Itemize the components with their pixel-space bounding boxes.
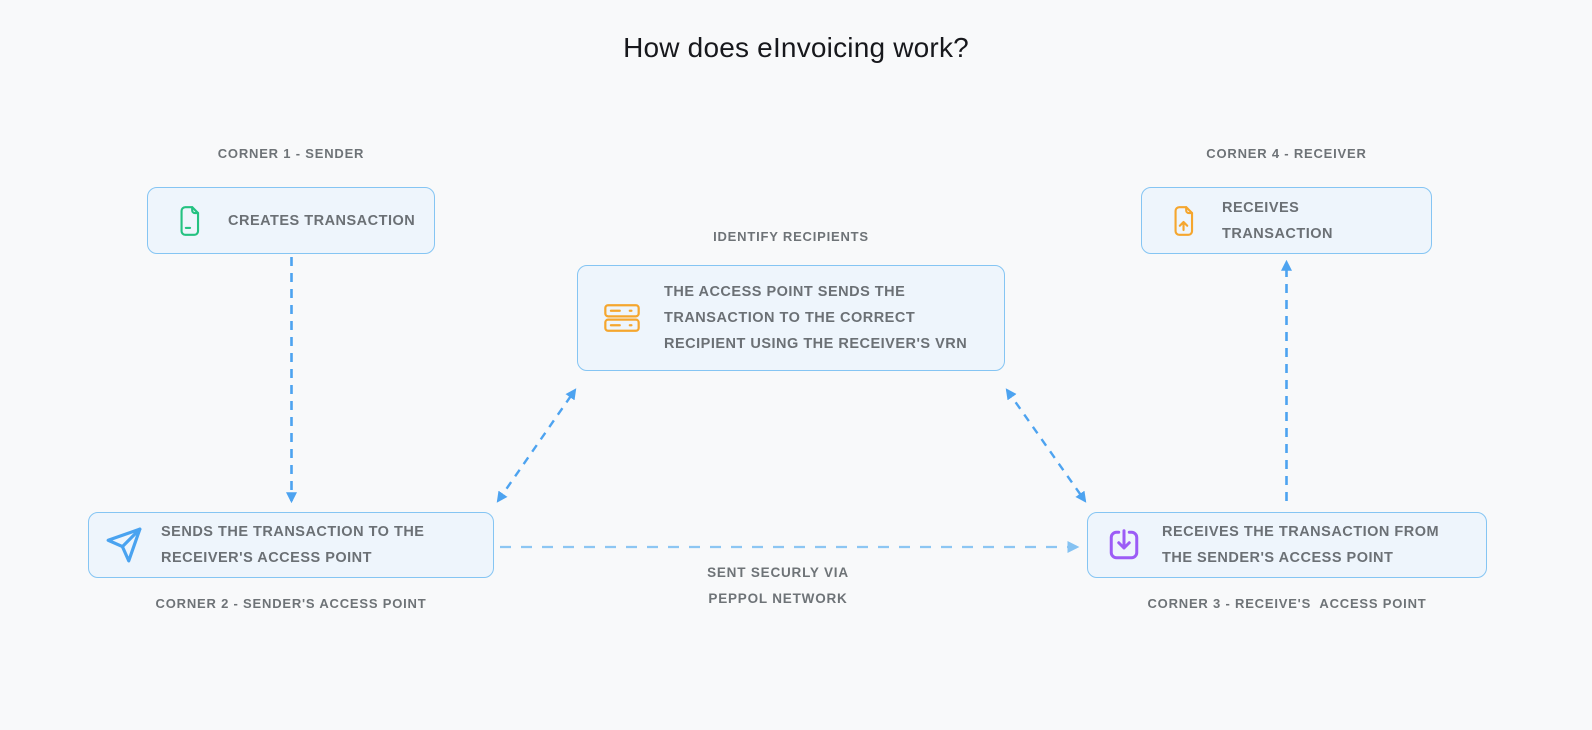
arrow-corner2-to-center: [496, 388, 577, 503]
center-label: IDENTIFY RECIPIENTS: [713, 229, 869, 244]
corner3-label: CORNER 3 - RECEIVE'S ACCESS POINT: [1147, 596, 1427, 611]
download-icon: [1106, 527, 1142, 563]
arrow-center-to-corner3: [1005, 388, 1087, 503]
corner4-text: RECEIVES TRANSACTION: [1222, 199, 1334, 242]
network-note: SENT SECURLY VIA PEPPOL NETWORK: [628, 560, 928, 612]
network-note-line1: SENT SECURLY VIA: [707, 565, 849, 580]
center-text: THE ACCESS POINT SENDS THE TRANSACTION T…: [664, 284, 968, 352]
corner2-box: SENDS THE TRANSACTION TO THE RECEIVER'S …: [88, 512, 494, 578]
corner2-text: SENDS THE TRANSACTION TO THE RECEIVER'S …: [161, 524, 425, 566]
corner4-label: CORNER 4 - RECEIVER: [1206, 146, 1367, 161]
send-icon: [105, 526, 143, 564]
corner2-label: CORNER 2 - SENDER'S ACCESS POINT: [155, 596, 427, 611]
corner1-box: CREATES TRANSACTION: [147, 187, 435, 254]
corner3-box: RECEIVES THE TRANSACTION FROM THE SENDER…: [1087, 512, 1487, 578]
corner4-box: RECEIVES TRANSACTION: [1141, 187, 1432, 254]
server-icon: [602, 300, 642, 336]
corner1-text: CREATES TRANSACTION: [228, 212, 416, 229]
document-upload-icon: [1166, 204, 1200, 238]
page-title: How does eInvoicing work?: [623, 32, 969, 63]
corner1-label: CORNER 1 - SENDER: [217, 146, 365, 161]
center-box: THE ACCESS POINT SENDS THE TRANSACTION T…: [577, 265, 1005, 371]
corner3-text: RECEIVES THE TRANSACTION FROM THE SENDER…: [1162, 524, 1440, 566]
network-note-line2: PEPPOL NETWORK: [708, 591, 848, 606]
document-icon: [172, 204, 206, 238]
